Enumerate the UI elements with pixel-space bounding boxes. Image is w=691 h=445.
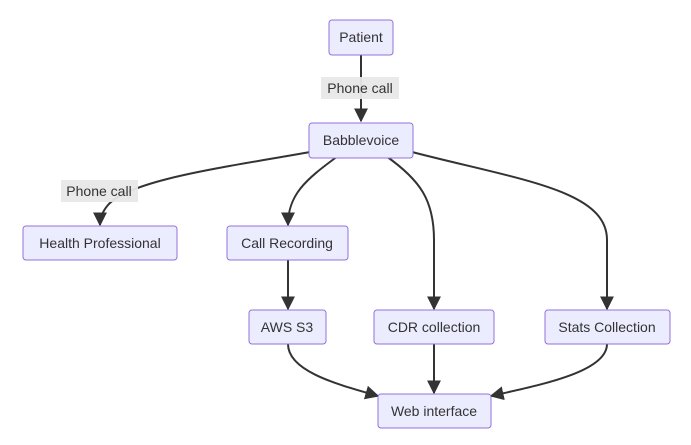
node-label: Patient	[339, 29, 383, 45]
edge-stats-collection-to-web-interface	[489, 343, 608, 401]
node-label: Stats Collection	[558, 319, 655, 335]
node-label: Babblevoice	[323, 132, 399, 148]
node-stats-collection: Stats Collection	[544, 309, 671, 345]
edge-label-text: Phone call	[66, 183, 131, 199]
node-label: AWS S3	[261, 319, 314, 335]
node-aws-s3: AWS S3	[248, 309, 327, 345]
edge-aws-s3-to-web-interface	[287, 343, 380, 400]
edge-label-patient-phone-call: Phone call	[321, 77, 399, 99]
edge-babblevoice-to-stats-collection	[411, 151, 614, 311]
node-label: Web interface	[391, 403, 477, 419]
edge-label-text: Phone call	[327, 80, 392, 96]
edge-label-health-phone-call: Phone call	[61, 180, 138, 202]
node-label: CDR collection	[388, 319, 481, 335]
node-patient: Patient	[328, 19, 394, 56]
node-cdr-collection: CDR collection	[373, 309, 495, 345]
edge-babblevoice-to-call-recording	[281, 155, 339, 227]
node-health-professional: Health Professional	[22, 225, 178, 261]
node-label: Call Recording	[241, 235, 333, 251]
node-call-recording: Call Recording	[226, 225, 349, 261]
node-label: Health Professional	[39, 235, 160, 251]
node-babblevoice: Babblevoice	[308, 122, 414, 159]
node-web-interface: Web interface	[377, 393, 492, 429]
edge-babblevoice-to-cdr-collection	[385, 155, 441, 311]
